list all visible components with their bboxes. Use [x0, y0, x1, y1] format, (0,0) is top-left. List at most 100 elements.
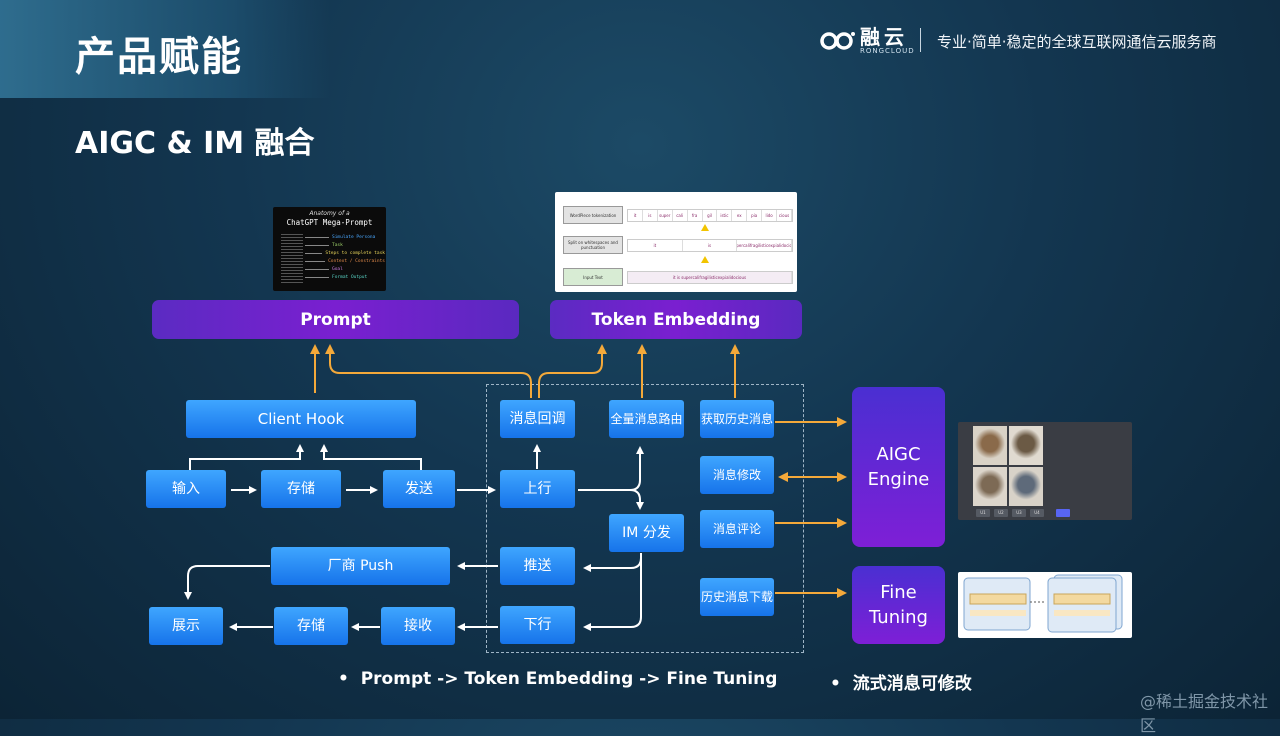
global-route-node: 全量消息路由 [609, 400, 684, 438]
aigc-engine-line1: AIGC [876, 444, 921, 465]
aigc-gallery-thumbnail: U1 U2 U3 U4 [958, 422, 1132, 520]
prompt-card-item: Simulate Persona [305, 233, 385, 241]
page-title: 产品赋能 [75, 34, 243, 80]
token-cell: ex [732, 210, 748, 221]
fine-tuning-thumbnail [958, 572, 1132, 638]
aigc-engine: AIGC Engine [852, 387, 945, 547]
prompt-bar: Prompt [152, 300, 519, 339]
token-cell: supercalifragilisticexpialidocious [737, 240, 793, 251]
fine-tuning-line2: Tuning [869, 607, 928, 628]
watermark: @稀土掘金技术社区 [1140, 692, 1269, 735]
gallery-image-1 [973, 426, 1007, 465]
prompt-card-item: Format Output [305, 273, 385, 281]
token-cell: super [658, 210, 673, 221]
token-cell: fra [688, 210, 703, 221]
logo-icon [820, 32, 855, 50]
header-divider [920, 28, 921, 52]
token-arrow-up-2 [701, 256, 709, 263]
token-cell: lido [762, 210, 778, 221]
prompt-card-item-line [305, 268, 329, 270]
arrow-send-to-hook [320, 444, 422, 470]
message-callback-node: 消息回调 [500, 400, 575, 438]
prompt-card-item: Task [305, 241, 385, 249]
token-cell: pia [747, 210, 763, 221]
section-subtitle: AIGC & IM 融合 [75, 126, 315, 161]
prompt-card-item-text: Format Output [332, 274, 368, 280]
prompt-card-item-line [305, 244, 329, 246]
flow-connectors [184, 344, 847, 631]
token-cell: cali [673, 210, 688, 221]
gallery-image-4 [1009, 467, 1043, 506]
footer-bullet-1-text: Prompt -> Token Embedding -> Fine Tuning [360, 669, 778, 689]
prompt-card-item: Goal [305, 265, 385, 273]
prompt-card-item-text: Steps to complete task [325, 250, 385, 256]
receive-node: 接收 [381, 607, 455, 645]
bert-diagram [963, 574, 1123, 633]
prompt-card-item-text: Goal [332, 266, 343, 272]
display-node: 展示 [149, 607, 223, 645]
footer-bullet-1: • Prompt -> Token Embedding -> Fine Tuni… [338, 669, 778, 689]
send-node: 发送 [383, 470, 455, 508]
prompt-anatomy-thumbnail: Anatomy of a ChatGPT Mega-Prompt Simulat… [273, 207, 386, 291]
store-node-upstream: 存储 [261, 470, 341, 508]
vendor-push-node: 厂商 Push [271, 547, 450, 585]
arrow-input-to-hook [189, 444, 304, 470]
prompt-card-text-block [281, 234, 303, 284]
arrow-callback-to-token [538, 344, 607, 398]
token-row-label: WordPiece tokenization [563, 206, 623, 224]
token-cell: it [628, 240, 683, 251]
token-arrow-up-1 [701, 224, 709, 231]
get-history-node: 获取历史消息 [700, 400, 774, 438]
downstream-node: 下行 [500, 606, 575, 644]
prompt-card-line2: ChatGPT Mega-Prompt [286, 218, 373, 227]
arrow-upstream-to-route [629, 446, 644, 491]
prompt-card-line1: Anatomy of a [309, 210, 350, 217]
im-dispatch-node: IM 分发 [609, 514, 684, 552]
arrow-dispatch-to-downstream [583, 553, 642, 631]
gallery-image-3 [973, 467, 1007, 506]
prompt-card-item-line [305, 236, 329, 238]
history-download-node: 历史消息下载 [700, 578, 774, 616]
gallery-grid [973, 426, 1043, 506]
prompt-card-item-line [305, 276, 329, 278]
arrow-upstream-to-dispatch [578, 489, 644, 510]
aigc-engine-line2: Engine [867, 469, 930, 490]
logo-en: RONGCLOUD [860, 47, 915, 55]
arrow-dispatch-to-push [583, 553, 642, 572]
token-cell: is [683, 240, 738, 251]
prompt-card-item-text: Task [332, 242, 343, 248]
input-node: 输入 [146, 470, 226, 508]
rongcloud-logo: 融云 RONGCLOUD [820, 27, 915, 55]
gallery-button: U2 [994, 509, 1008, 517]
fine-tuning-line1: Fine [880, 582, 917, 603]
token-embedding-bar: Token Embedding [550, 300, 802, 339]
footer-bullet-2: • 流式消息可修改 [830, 674, 972, 694]
token-cell: gil [703, 210, 718, 221]
prompt-card-item: Steps to complete task [305, 249, 385, 257]
gallery-refresh-icon [1056, 509, 1070, 517]
gallery-button: U1 [976, 509, 990, 517]
message-edit-node: 消息修改 [700, 456, 774, 494]
prompt-card-item-text: Simulate Persona [332, 234, 376, 240]
prompt-card-item-line [305, 252, 323, 254]
footer-bullet-2-text: 流式消息可修改 [852, 674, 972, 694]
token-row-label: Split on whitespaces and punctuation [563, 236, 623, 254]
gallery-button: U3 [1012, 509, 1026, 517]
prompt-card-item-text: Context / Constraints [328, 258, 385, 264]
token-cell: cious [777, 210, 792, 221]
gallery-button: U4 [1030, 509, 1044, 517]
token-cell: it is supercalifragilisticexpialidocious [628, 272, 792, 283]
logo-name: 融云 [860, 25, 908, 49]
title-band [0, 0, 330, 98]
client-hook-node: Client Hook [186, 400, 416, 438]
token-cell: it [628, 210, 643, 221]
token-row-tokens: it is supercalifragilisticexpialidocious [627, 271, 793, 284]
arrow-vendor-to-display [184, 565, 270, 600]
prompt-card-item: Context / Constraints [305, 257, 385, 265]
upstream-node: 上行 [500, 470, 575, 508]
